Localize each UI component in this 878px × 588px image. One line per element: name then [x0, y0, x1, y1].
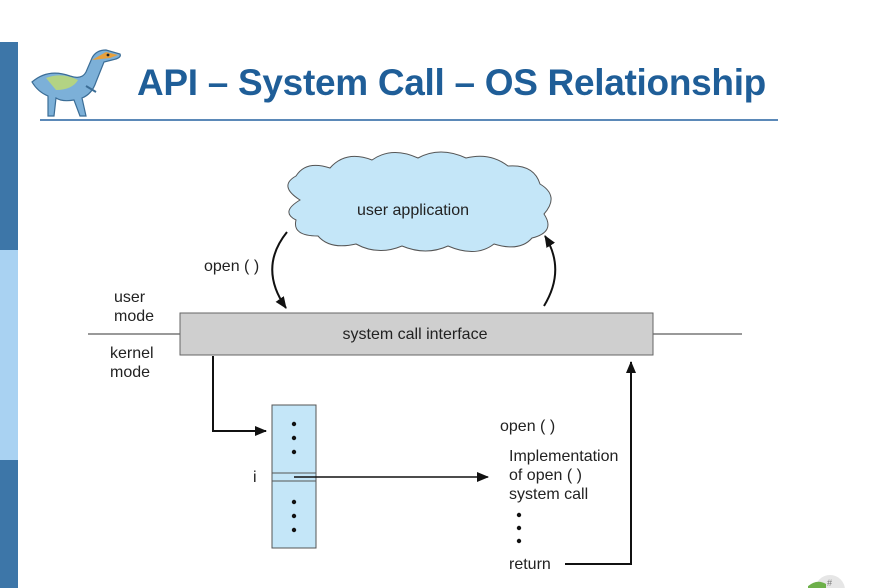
title-divider — [40, 119, 778, 121]
system-call-interface-label: system call interface — [343, 326, 488, 343]
implementation-line2: of open ( ) — [509, 467, 582, 484]
user-application-label: user application — [357, 202, 469, 219]
dinosaur-badge-icon: # — [808, 575, 845, 588]
user-mode-label-line2: mode — [114, 308, 154, 325]
table-index-label: i — [253, 469, 257, 486]
return-label: return — [509, 556, 551, 573]
system-call-interface-bar: system call interface — [179, 312, 654, 356]
sidebar-bar-middle — [0, 250, 18, 460]
slide-title: API – System Call – OS Relationship — [137, 62, 766, 103]
implementation-line1: Implementation — [509, 448, 618, 465]
dinosaur-icon — [31, 49, 121, 117]
dispatch-arrow — [212, 356, 267, 436]
sidebar-bar-top — [0, 42, 18, 250]
sidebar-bar-bottom — [0, 460, 18, 588]
implementation-line3: system call — [509, 486, 588, 503]
kernel-mode-label-line2: mode — [110, 364, 150, 381]
open-call-arrow — [271, 231, 288, 309]
implementation-open-label: open ( ) — [500, 418, 555, 435]
implementation-ellipsis — [516, 512, 522, 544]
return-to-user-arrow — [543, 235, 557, 307]
open-call-label: open ( ) — [204, 258, 259, 275]
return-to-interface-arrow — [565, 361, 636, 565]
kernel-mode-label-line1: kernel — [110, 345, 154, 362]
user-application-cloud: user application — [287, 151, 552, 252]
user-mode-label-line1: user — [114, 289, 146, 306]
svg-text:#: # — [827, 578, 832, 588]
